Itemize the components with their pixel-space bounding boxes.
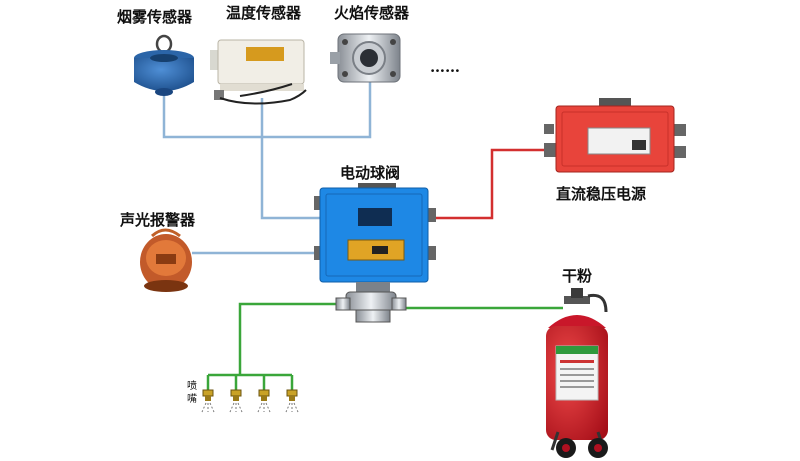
smoke-to-bus-line: [162, 82, 372, 139]
signal-lines: [162, 82, 372, 255]
sensors-to-valve-line: [260, 137, 320, 220]
valve-to-nozzle-pipe: [238, 302, 350, 375]
pipe-lines: [206, 302, 563, 390]
alarm-icon: [140, 228, 192, 292]
nozzle-label-2: 嘴: [187, 393, 197, 405]
fire-extinguisher-icon: [546, 288, 608, 458]
flame-sensor-icon: [330, 33, 401, 83]
alarm-label: 声光报警器: [119, 211, 196, 229]
flame-sensor-label: 火焰传感器: [334, 4, 410, 22]
smoke-sensor-icon: [134, 34, 194, 96]
nozzle-1: [201, 389, 215, 413]
nozzle-label-1: 喷: [187, 380, 197, 392]
nozzle-3: [257, 389, 271, 413]
temperature-sensor-label: 温度传感器: [226, 4, 302, 22]
nozzle-icon: [201, 389, 299, 413]
more-sensors-ellipsis: ……: [430, 58, 460, 76]
valve-label: 电动球阀: [340, 164, 400, 182]
smoke-sensor-label: 烟雾传感器: [117, 8, 193, 26]
power-supply-label: 直流稳压电源: [556, 185, 646, 203]
power-line: [430, 148, 550, 220]
electric-ball-valve-icon: [314, 183, 436, 323]
power-supply-icon: [544, 98, 686, 173]
nozzle-2: [229, 389, 243, 413]
dry-powder-label: 干粉: [562, 267, 592, 285]
nozzle-4: [285, 389, 299, 413]
temperature-sensor-icon: [210, 39, 307, 105]
